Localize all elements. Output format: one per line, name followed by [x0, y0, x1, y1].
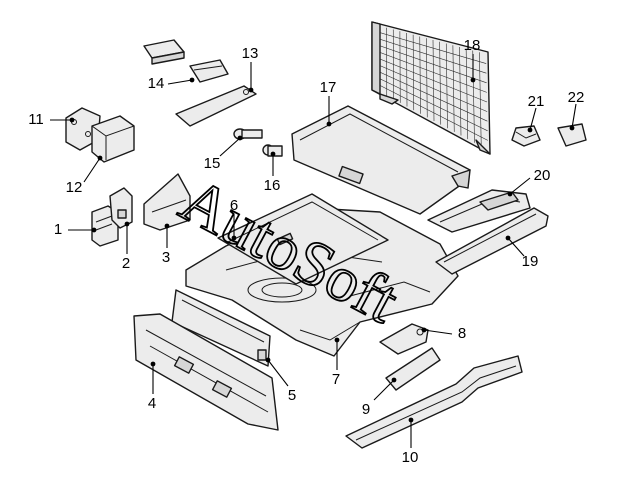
callout-dot	[237, 135, 243, 141]
callout-number: 18	[464, 37, 481, 54]
callout-3: 3	[162, 223, 170, 266]
callout-dot	[189, 77, 195, 83]
callout-dot	[507, 191, 513, 197]
callout-19: 19	[505, 235, 539, 270]
callout-dot	[326, 121, 332, 127]
callout-leader-line	[423, 329, 453, 335]
callout-15: 15	[204, 135, 243, 172]
callout-number: 20	[534, 167, 551, 184]
fastener-part-16	[262, 144, 283, 157]
callout-number: 21	[528, 93, 545, 110]
callout-leader-line	[267, 359, 289, 387]
callout-dot	[569, 125, 575, 131]
callout-8: 8	[421, 325, 466, 342]
panel-part-5	[171, 289, 271, 367]
callout-dot	[270, 151, 276, 157]
callout-number: 12	[66, 179, 83, 196]
cargo-net-part-18	[371, 21, 491, 155]
callout-number: 1	[54, 221, 62, 238]
callout-dot	[69, 117, 75, 123]
callout-17: 17	[320, 79, 337, 127]
callout-22: 22	[568, 89, 585, 131]
callout-9: 9	[362, 377, 397, 418]
long-rail-part-10	[345, 355, 523, 449]
callout-dot	[124, 221, 130, 227]
callout-dot	[470, 77, 476, 83]
callout-dot	[408, 417, 414, 423]
callout-dot	[391, 377, 397, 383]
callout-number: 19	[522, 253, 539, 270]
control-module-part-12	[91, 115, 135, 163]
floor-panel-part-6	[217, 193, 389, 285]
callout-leader-line	[83, 157, 101, 183]
callout-7: 7	[332, 337, 340, 388]
side-rail-part-19	[435, 207, 549, 275]
callout-10: 10	[402, 417, 419, 466]
bracket-part-13	[175, 85, 257, 127]
callout-leader-line	[507, 237, 525, 257]
rear-panel-part-4	[133, 313, 279, 431]
callout-4: 4	[148, 361, 156, 412]
fastener-part-15	[233, 128, 263, 140]
callout-6: 6	[230, 197, 238, 241]
callout-dot	[334, 337, 340, 343]
callout-number: 8	[458, 325, 466, 342]
callout-dot	[505, 235, 511, 241]
callout-leader-line	[571, 103, 577, 129]
callout-dot	[231, 235, 237, 241]
callout-dot	[150, 361, 156, 367]
callout-13: 13	[242, 45, 259, 93]
callout-number: 7	[332, 371, 340, 388]
callout-number: 9	[362, 401, 370, 418]
callout-number: 3	[162, 249, 170, 266]
module-part-14	[143, 39, 229, 83]
plate-part-9	[385, 347, 441, 391]
callout-dot	[91, 227, 97, 233]
callout-20: 20	[507, 167, 551, 197]
callout-leader-line	[373, 379, 395, 401]
callout-14: 14	[148, 75, 195, 92]
side-panel-part-20	[427, 189, 531, 233]
callout-2: 2	[122, 221, 130, 272]
callout-number: 15	[204, 155, 221, 172]
callout-21: 21	[527, 93, 545, 133]
callout-number: 10	[402, 449, 419, 466]
callout-number: 11	[28, 111, 44, 128]
callout-leader-line	[219, 137, 241, 157]
side-trim-part-3	[143, 173, 191, 231]
callout-dot	[265, 357, 271, 363]
callout-leader-line	[509, 177, 531, 195]
callout-dot	[248, 87, 254, 93]
callout-number: 17	[320, 79, 337, 96]
callout-dot	[421, 327, 427, 333]
callout-dot	[164, 223, 170, 229]
callout-number: 5	[288, 387, 296, 404]
bracket-part-2	[109, 187, 133, 229]
callout-leader-line	[167, 79, 193, 85]
bracket-part-8	[379, 323, 429, 355]
callout-number: 16	[264, 177, 281, 194]
callout-16: 16	[264, 151, 281, 194]
callout-number: 14	[148, 75, 165, 92]
callout-5: 5	[265, 357, 296, 404]
callout-number: 2	[122, 255, 130, 272]
callout-1: 1	[54, 221, 97, 238]
callout-number: 22	[568, 89, 585, 106]
callout-18: 18	[464, 37, 481, 83]
callout-number: 6	[230, 197, 238, 214]
clip-part-22	[557, 123, 587, 147]
callout-leader-line	[529, 107, 537, 131]
callout-12: 12	[66, 155, 103, 196]
bracket-part-21	[511, 125, 541, 147]
callout-number: 4	[148, 395, 156, 412]
callout-number: 13	[242, 45, 259, 62]
callout-dot	[527, 127, 533, 133]
callout-11: 11	[28, 111, 75, 128]
callout-dot	[97, 155, 103, 161]
cargo-cover-part-17	[291, 105, 471, 215]
